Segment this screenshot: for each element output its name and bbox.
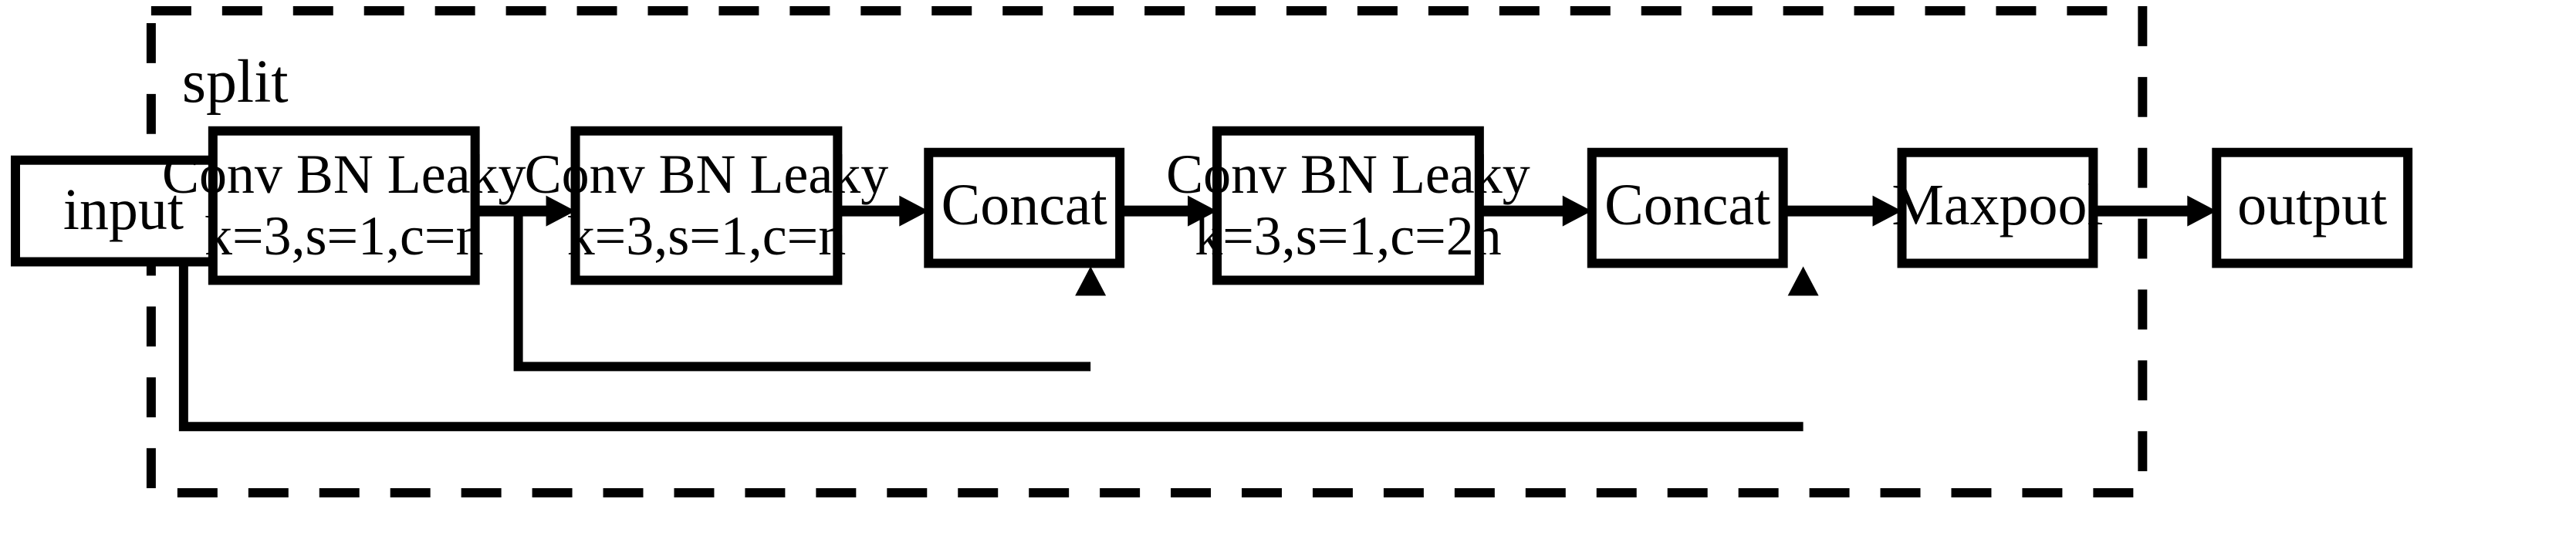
maxpool-node[interactable]: Maxpool bbox=[1891, 147, 2104, 268]
concat-2-label: Concat bbox=[1604, 173, 1770, 237]
edge-conv2-to-concat1-arrowhead bbox=[899, 195, 929, 227]
edge-conv3-to-concat2-arrowhead bbox=[1562, 195, 1592, 227]
concat-2-node[interactable]: Concat bbox=[1587, 147, 1788, 268]
edge-skip-split-to-concat2-stroke bbox=[178, 210, 1804, 432]
edge-concat2-to-maxpool-arrowhead bbox=[1872, 195, 1902, 227]
input-node[interactable]: input bbox=[10, 155, 236, 267]
edge-skip-conv1-to-concat1-stroke bbox=[513, 210, 1091, 372]
output-node[interactable]: output bbox=[2212, 147, 2413, 268]
conv-bn-leaky-3-node[interactable]: Conv BN Leaky k=3,s=1,c=2n bbox=[1166, 126, 1530, 285]
conv-bn-leaky-3-params: k=3,s=1,c=2n bbox=[1195, 205, 1501, 267]
edge-concat1-to-conv3-arrowhead bbox=[1188, 195, 1218, 227]
split-group-label: split bbox=[182, 48, 289, 116]
edge-maxpool-to-output-arrowhead bbox=[2187, 195, 2217, 227]
edge-skip-split-to-concat2-arrowhead bbox=[1787, 266, 1819, 296]
conv-bn-leaky-1-node[interactable]: Conv BN Leaky k=3,s=1,c=n bbox=[162, 126, 526, 285]
output-label: output bbox=[2237, 173, 2387, 237]
edge-skip-conv1-to-concat1-arrowhead bbox=[1075, 266, 1107, 296]
concat-1-label: Concat bbox=[941, 173, 1107, 237]
conv-bn-leaky-1-params: k=3,s=1,c=n bbox=[205, 205, 483, 267]
conv-bn-leaky-2-params: k=3,s=1,c=n bbox=[567, 205, 846, 267]
conv-bn-leaky-2-node[interactable]: Conv BN Leaky k=3,s=1,c=n bbox=[525, 126, 889, 285]
conv-bn-leaky-3-title: Conv BN Leaky bbox=[1166, 143, 1530, 205]
concat-1-node[interactable]: Concat bbox=[924, 147, 1125, 268]
input-node-label: input bbox=[63, 177, 184, 242]
edge-conv1-to-conv2-arrowhead bbox=[546, 195, 576, 227]
conv-bn-leaky-2-title: Conv BN Leaky bbox=[525, 143, 889, 205]
conv-bn-leaky-1-title: Conv BN Leaky bbox=[162, 143, 526, 205]
maxpool-label: Maxpool bbox=[1891, 173, 2103, 237]
